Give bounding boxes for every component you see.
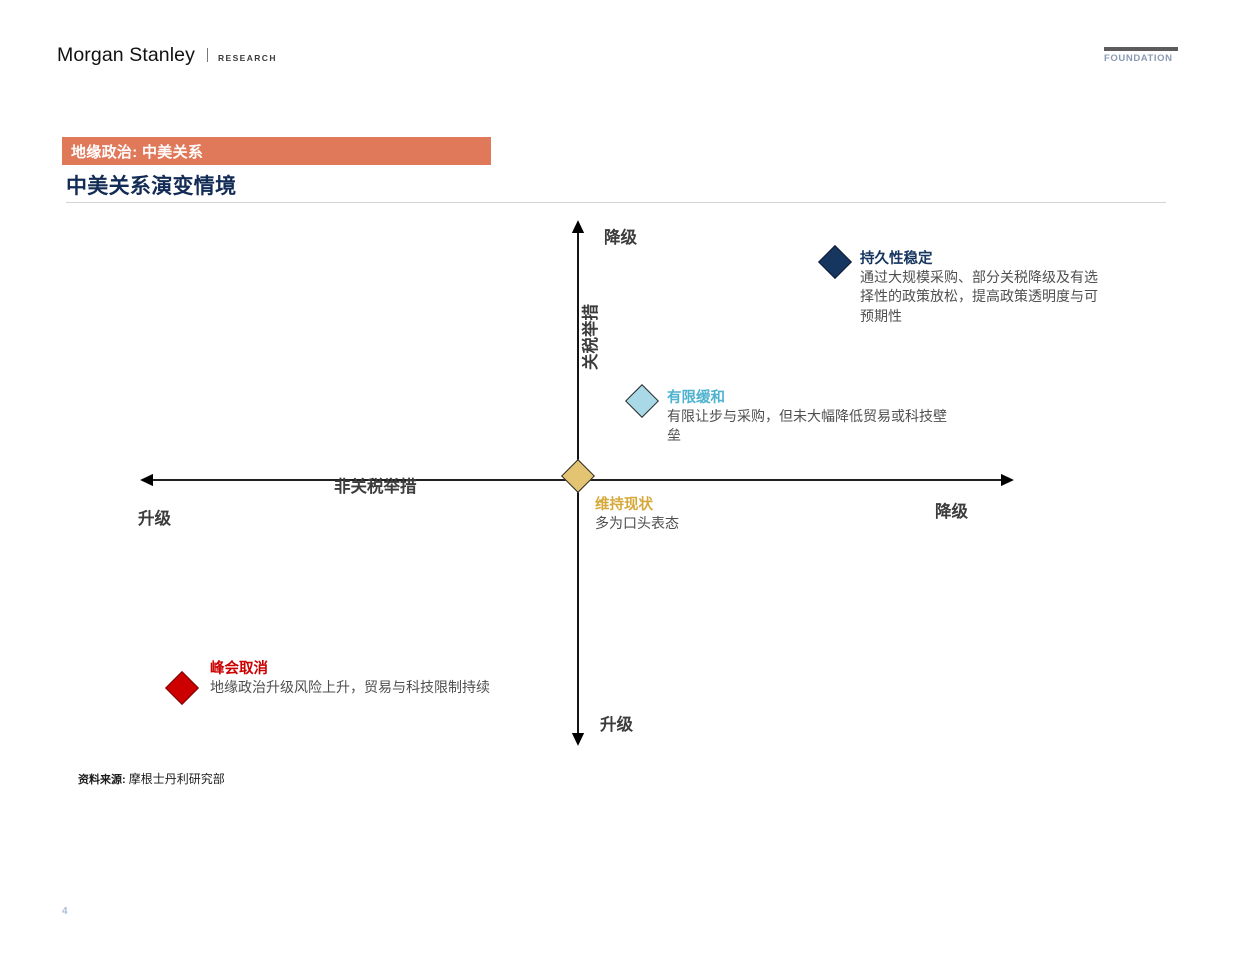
brand-header: Morgan Stanley RESEARCH [57, 44, 277, 67]
foundation-mark: FOUNDATION [1104, 47, 1178, 64]
axis-label-bottom: 升级 [600, 716, 633, 734]
page-title: 中美关系演变情境 [66, 175, 237, 198]
brand-subtitle: RESEARCH [217, 53, 277, 63]
scenario-name: 峰会取消 [210, 661, 268, 677]
title-divider [66, 202, 1166, 203]
brand-divider [206, 48, 208, 62]
scenario-marker-limited-detente: 有限缓和 有限让步与采购，但未大幅降低贸易或科技壁垒 [625, 384, 957, 447]
scenario-marker-status-quo: 维持现状 多为口头表态 [595, 496, 679, 534]
scenario-marker-durable-stability: 持久性稳定 通过大规模采购、部分关税降级及有选择性的政策放松，提高政策透明度与可… [818, 245, 1105, 327]
axis-label-right: 降级 [935, 503, 968, 521]
x-axis-title: 非关税举措 [334, 478, 417, 496]
scenario-text-block: 维持现状 多为口头表态 [595, 496, 679, 534]
scenario-text-block: 持久性稳定 通过大规模采购、部分关税降级及有选择性的政策放松，提高政策透明度与可… [860, 250, 1105, 327]
source-note: 资料来源: 摩根士丹利研究部 [78, 770, 225, 787]
scenario-text-block: 有限缓和 有限让步与采购，但未大幅降低贸易或科技壁垒 [667, 389, 957, 447]
scenario-name: 有限缓和 [667, 390, 725, 406]
axis-label-left: 升级 [138, 510, 171, 528]
eyebrow-text: 地缘政治: 中美关系 [71, 143, 204, 161]
source-value: 摩根士丹利研究部 [128, 772, 225, 786]
foundation-bar [1104, 47, 1178, 51]
eyebrow-banner: 地缘政治: 中美关系 [62, 137, 491, 165]
foundation-label: FOUNDATION [1104, 53, 1173, 64]
scenario-name: 持久性稳定 [860, 251, 933, 267]
diamond-icon-status-quo [561, 459, 595, 493]
scenario-text-block: 峰会取消 地缘政治升级风险上升，贸易与科技限制持续 [210, 660, 540, 698]
diamond-icon [165, 671, 199, 705]
page-number: 4 [62, 906, 68, 917]
source-label: 资料来源: [78, 774, 126, 786]
scenario-description: 多为口头表态 [595, 517, 679, 533]
scenario-description: 有限让步与采购，但未大幅降低贸易或科技壁垒 [667, 410, 947, 445]
diamond-icon [818, 245, 852, 279]
scenario-description: 地缘政治升级风险上升，贸易与科技限制持续 [210, 681, 490, 697]
scenario-description: 通过大规模采购、部分关税降级及有选择性的政策放松，提高政策透明度与可预期性 [860, 271, 1098, 325]
brand-name: Morgan Stanley [57, 44, 195, 66]
diamond-icon [625, 384, 659, 418]
y-axis-title: 关税举措 [582, 304, 600, 370]
scenario-marker-summit-cancelled: 峰会取消 地缘政治升级风险上升，贸易与科技限制持续 [165, 660, 540, 705]
scenario-name: 维持现状 [595, 497, 653, 513]
axis-label-top: 降级 [604, 229, 637, 247]
